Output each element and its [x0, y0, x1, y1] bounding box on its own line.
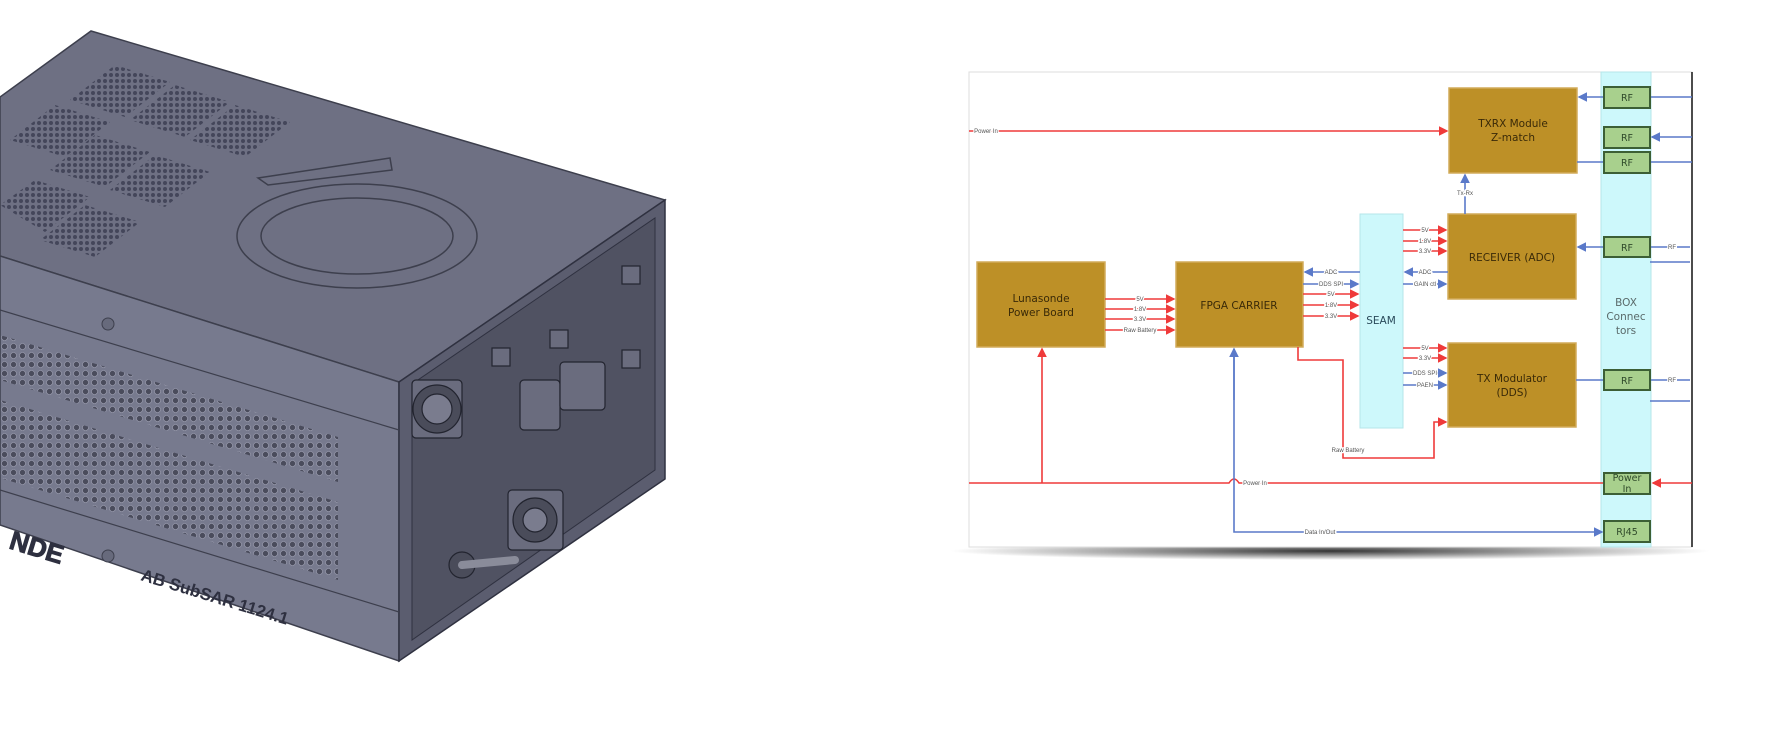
- raw-battery-label: Raw Battery: [1332, 448, 1365, 454]
- txrx-module-block: [1448, 87, 1578, 174]
- box-connectors-label: Connec: [1606, 311, 1646, 323]
- signal-label: 3.3V: [1134, 317, 1146, 323]
- side-connectors: [411, 265, 641, 579]
- enclosure-render: NDE AB SubSAR 1124.1: [0, 30, 667, 663]
- receiver-block: [1447, 213, 1577, 300]
- front-vent-holes: [0, 335, 338, 580]
- power-board-label: Power Board: [1008, 307, 1074, 319]
- signal-label: Raw Battery: [1124, 328, 1157, 334]
- signal-label: 3.3V: [1325, 314, 1337, 320]
- signal-label: 1.8V: [1325, 303, 1337, 309]
- screw-icon: [101, 317, 115, 331]
- signal-label: 1.8V: [1419, 239, 1431, 245]
- signal-label: ADC: [1419, 270, 1432, 276]
- fpga-seam-signals: ADC DDS SPI 5V 1.8V 3.3V: [1303, 267, 1360, 321]
- signal-label: 1.8V: [1134, 307, 1146, 313]
- diagram-panel: [968, 71, 1693, 548]
- tx-modulator-label: (DDS): [1496, 387, 1527, 399]
- signal-label: PAEN: [1417, 383, 1433, 389]
- signal-label: 3.3V: [1419, 249, 1431, 255]
- rj45-connector-label: RJ45: [1616, 527, 1638, 538]
- seam-tx-signals: 5V 3.3V DDS SPI PAEN: [1403, 343, 1448, 390]
- rf-out-label: RF: [1668, 378, 1676, 384]
- power-in-bottom-label: Power In: [1243, 481, 1267, 487]
- power-to-fpga-signals: 5V 1.8V 3.3V Raw Battery: [1105, 294, 1176, 335]
- rf-connector: RF: [1603, 236, 1651, 258]
- fpga-carrier-label: FPGA CARRIER: [1200, 300, 1277, 312]
- signal-label: 3.3V: [1419, 356, 1431, 362]
- txrx-module-label: TXRX Module: [1477, 118, 1548, 130]
- box-connectors-column: [1600, 71, 1652, 548]
- top-vent-grid: [0, 65, 290, 257]
- rf-connector: RF: [1603, 369, 1651, 391]
- tx-modulator-label: TX Modulator: [1476, 373, 1548, 385]
- receiver-label: RECEIVER (ADC): [1469, 252, 1555, 264]
- rf-connector-label: RF: [1621, 133, 1633, 144]
- rf-out-label: RF: [1668, 245, 1676, 251]
- top-logo-ring-icon: [236, 157, 478, 289]
- rf-connector: RF: [1603, 151, 1651, 174]
- signal-label: 5V: [1327, 292, 1334, 298]
- rf-connector-label: RF: [1621, 376, 1633, 387]
- rf-connector-label: RF: [1621, 243, 1633, 254]
- fpga-carrier-block: [1175, 261, 1304, 348]
- power-in-top-label: Power In: [974, 129, 998, 135]
- panel-shadow: [950, 542, 1710, 560]
- power-board-label: Lunasonde: [1012, 293, 1069, 305]
- box-connectors-label: BOX: [1615, 297, 1637, 309]
- power-in-connector-label: Power: [1613, 473, 1642, 484]
- signal-label: 5V: [1421, 346, 1428, 352]
- seam-label: SEAM: [1366, 315, 1396, 327]
- power-in-connector-label: In: [1623, 484, 1632, 495]
- seam-block: [1359, 213, 1404, 429]
- rj45-connector: RJ45: [1603, 520, 1651, 543]
- screw-icon: [101, 549, 115, 563]
- rf-connector: RF: [1603, 86, 1651, 109]
- signal-label: DDS SPI: [1319, 282, 1343, 288]
- signal-label: ADC: [1325, 270, 1338, 276]
- signal-label: 5V: [1136, 297, 1143, 303]
- txrx-module-label: Z-match: [1491, 132, 1535, 144]
- rf-connector-label: RF: [1621, 93, 1633, 104]
- tx-modulator-block: [1447, 342, 1577, 428]
- data-in-out-label: Data In/Out: [1305, 530, 1336, 536]
- power-board-block: [976, 261, 1106, 348]
- box-connectors-label: tors: [1616, 325, 1636, 337]
- tx-rx-label: Tx-Rx: [1457, 191, 1473, 197]
- signal-label: DDS SPI: [1413, 371, 1437, 377]
- power-in-connector: Power In: [1603, 472, 1651, 495]
- rf-connector: RF: [1603, 126, 1651, 149]
- rf-connector-label: RF: [1621, 158, 1633, 169]
- signal-label: 5V: [1421, 228, 1428, 234]
- signal-label: GAIN ctl: [1414, 282, 1436, 288]
- seam-receiver-signals: 5V 1.8V 3.3V ADC GAIN ctl: [1403, 225, 1448, 289]
